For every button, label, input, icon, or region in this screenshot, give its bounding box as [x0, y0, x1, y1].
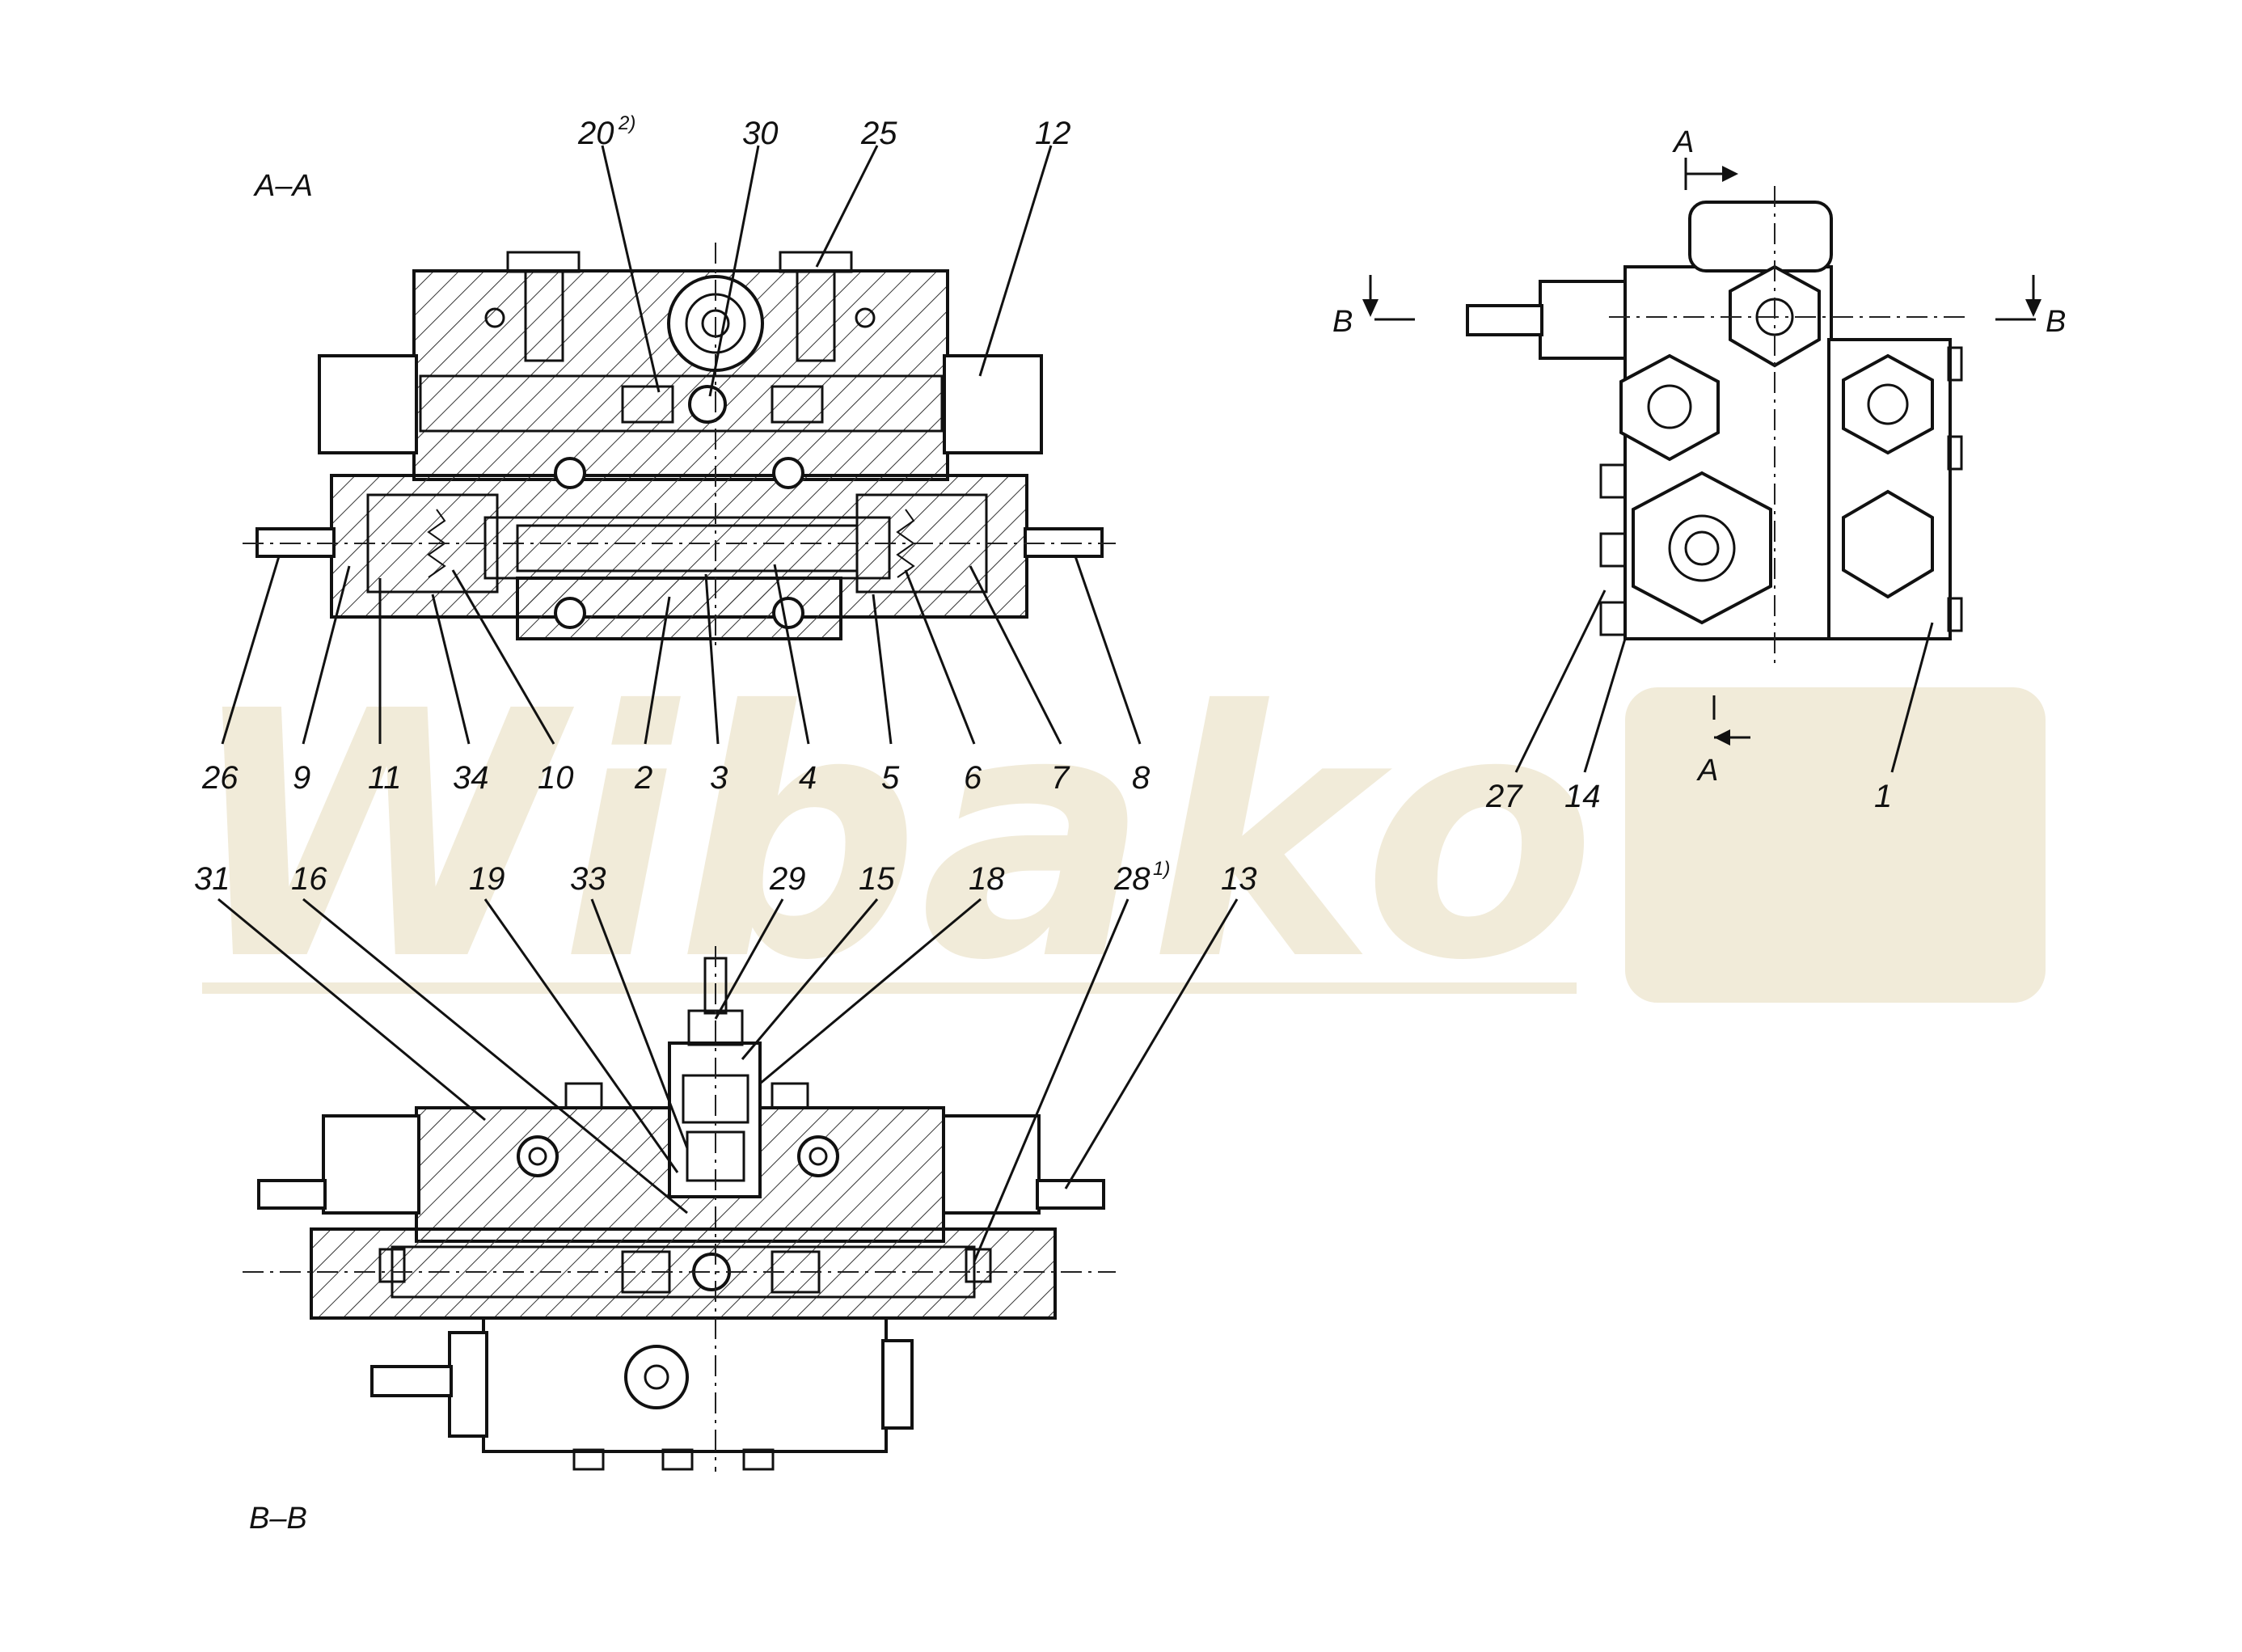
aa-fitting-right	[943, 354, 1043, 454]
side-view	[1466, 186, 1965, 663]
aa-plug-left	[524, 270, 564, 362]
label-2: 2	[634, 760, 652, 796]
label-34: 34	[453, 760, 489, 796]
label-28-footnote: 1)	[1153, 858, 1170, 880]
label-19: 19	[469, 861, 505, 897]
section-aa-view	[243, 243, 1116, 647]
aa-top-leaders	[601, 145, 1053, 397]
label-4: 4	[799, 760, 817, 796]
side-hex-port-right-bottom	[1842, 489, 1934, 599]
label-5: 5	[881, 760, 900, 796]
aa-check-seat-right	[771, 385, 824, 424]
side-labels: 27 14 1	[1485, 779, 1892, 814]
label-11: 11	[368, 760, 402, 796]
bb-fitting-left	[322, 1114, 420, 1215]
label-14: 14	[1564, 779, 1601, 814]
label-33: 33	[570, 861, 606, 897]
label-15: 15	[859, 861, 895, 897]
side-hex-port-large	[1632, 471, 1772, 625]
cut-marker-a-bottom: A	[1696, 754, 1718, 788]
label-27: 27	[1485, 779, 1523, 814]
section-bb-view	[243, 946, 1116, 1472]
bb-fitting-right	[942, 1114, 1041, 1215]
aa-check-ball	[688, 385, 727, 424]
section-bb-title: B–B	[249, 1502, 307, 1536]
watermark-logo-badge	[1625, 687, 2046, 1003]
label-10: 10	[538, 760, 574, 796]
watermark-text: Wibako	[186, 640, 1596, 1035]
aa-oring-3	[554, 597, 586, 629]
aa-bottom-labels: 26 9 11 34 10 2 3 4 5 6 7 8	[201, 760, 1151, 796]
cut-marker-a-top: A	[1672, 125, 1694, 159]
aa-oring-2	[772, 457, 804, 489]
side-top-cap	[1688, 201, 1833, 273]
label-20: 20	[577, 116, 614, 151]
label-7: 7	[1051, 760, 1070, 796]
label-3: 3	[710, 760, 728, 796]
label-16: 16	[291, 861, 327, 897]
label-31: 31	[194, 861, 230, 897]
aa-top-labels: 20 2) 30 25 12	[577, 112, 1071, 151]
label-25: 25	[860, 116, 897, 151]
label-29: 29	[769, 861, 806, 897]
bb-labels: 31 16 19 33 29 15 18 28 1) 13	[194, 858, 1257, 897]
side-hex-port-mid-left	[1619, 353, 1720, 462]
aa-bottom-leaders	[221, 556, 1142, 745]
label-12: 12	[1035, 116, 1071, 151]
side-hex-port-right-top	[1842, 353, 1934, 455]
side-left-pin	[1466, 304, 1543, 336]
cut-marker-b-right: B	[2046, 305, 2066, 339]
label-18: 18	[969, 861, 1005, 897]
label-13: 13	[1221, 861, 1257, 897]
aa-spool-bore	[483, 516, 891, 580]
aa-oring-1	[554, 457, 586, 489]
aa-check-seat-left	[621, 385, 674, 424]
aa-oring-4	[772, 597, 804, 629]
aa-top-cap-left	[506, 251, 581, 273]
label-26: 26	[201, 760, 239, 796]
section-aa-title: A–A	[253, 169, 313, 203]
bb-bottom-pin	[370, 1365, 453, 1397]
cut-markers: A A B B	[1332, 125, 2066, 788]
label-30: 30	[742, 116, 779, 151]
label-20-footnote: 2)	[618, 112, 635, 134]
aa-plug-right	[796, 270, 836, 362]
side-left-fitting	[1539, 280, 1627, 360]
aa-upper-bore	[419, 374, 944, 433]
aa-fitting-left	[318, 354, 418, 454]
aa-top-cap-right	[779, 251, 853, 273]
label-6: 6	[964, 760, 982, 796]
label-1: 1	[1874, 779, 1892, 814]
label-28: 28	[1113, 861, 1151, 897]
side-leaders	[1514, 589, 1934, 773]
bb-leaders	[217, 898, 1239, 1262]
label-9: 9	[293, 760, 310, 796]
bb-lower-block	[310, 1227, 1057, 1320]
label-8: 8	[1132, 760, 1151, 796]
cut-marker-b-left: B	[1332, 305, 1353, 339]
